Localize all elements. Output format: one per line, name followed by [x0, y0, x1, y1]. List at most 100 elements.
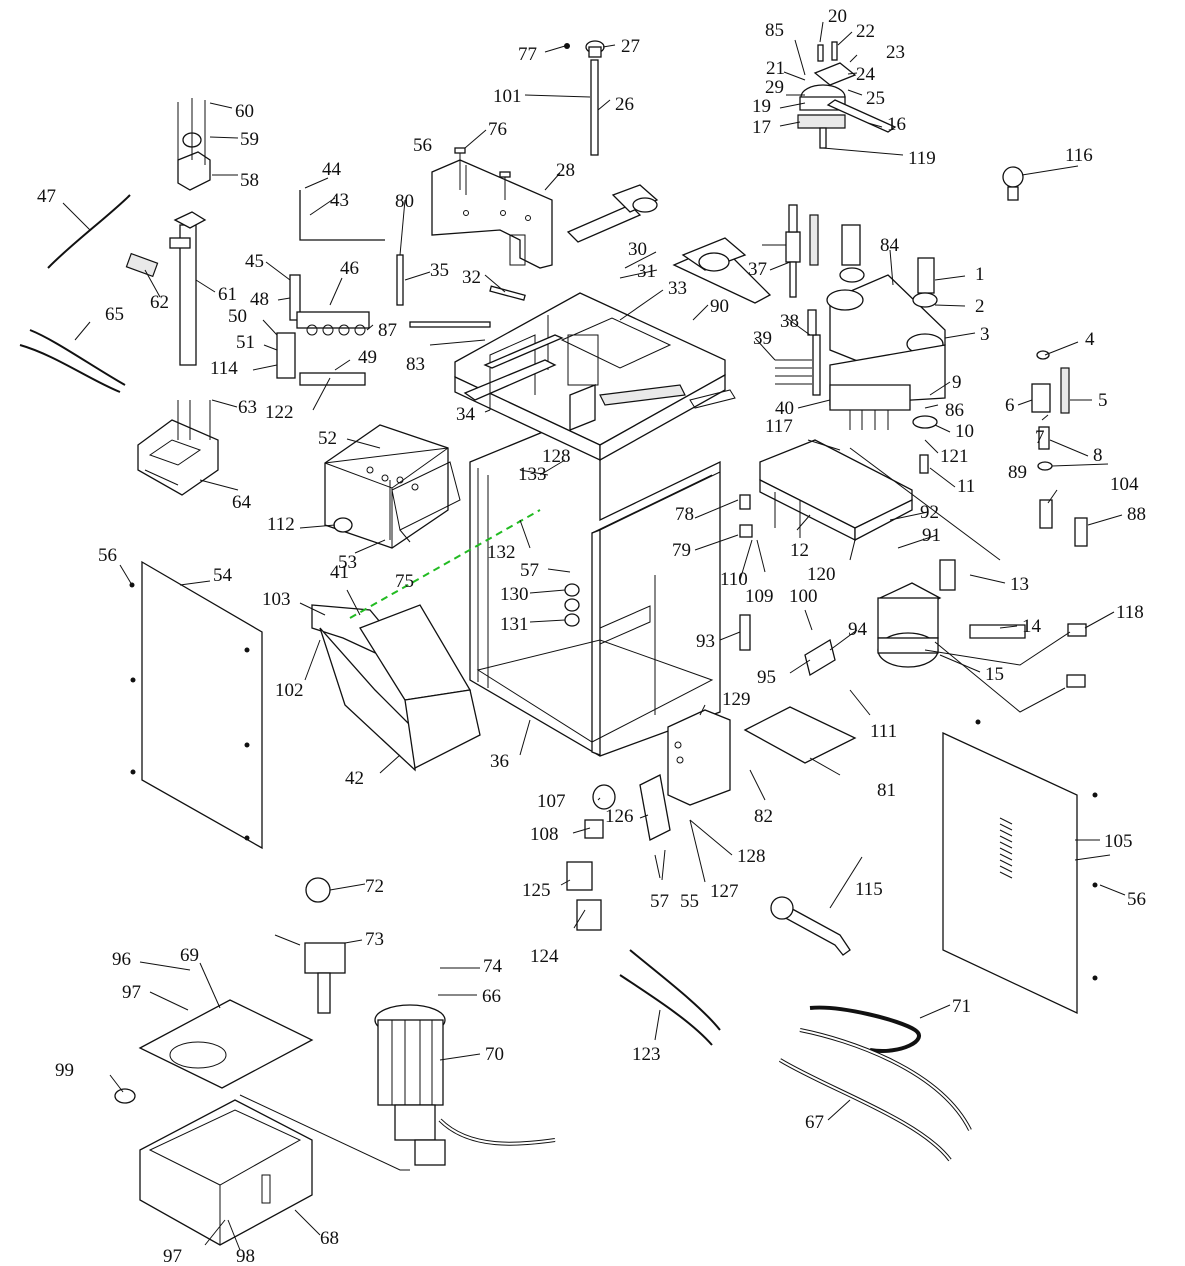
callout-132: 132 [487, 542, 516, 563]
callout-34: 34 [456, 404, 476, 425]
chute-plates [311, 604, 481, 772]
callout-37: 37 [748, 259, 767, 280]
callout-58: 58 [240, 170, 259, 191]
callout-63: 63 [238, 397, 257, 418]
callout-94: 94 [848, 619, 868, 640]
top-table [454, 292, 736, 462]
callout-25: 25 [866, 88, 885, 109]
callout-32: 32 [462, 267, 481, 288]
callout-102: 102 [275, 680, 304, 701]
cable-harness [19, 194, 131, 393]
center-shaft [564, 40, 605, 156]
callout-108: 108 [530, 824, 559, 845]
callout-28: 28 [556, 160, 575, 181]
callout-17: 17 [752, 117, 771, 138]
wiring-bracket [299, 190, 385, 241]
callout-109: 109 [745, 586, 774, 607]
control-cables [619, 949, 721, 1046]
callout-51: 51 [236, 332, 255, 353]
control-buttons [566, 784, 616, 931]
callout-89: 89 [1008, 462, 1027, 483]
callout-62: 62 [150, 292, 169, 313]
callout-numbers: 1 2 3 4 5 6 7 8 9 10 11 12 13 14 15 16 1… [37, 6, 1146, 1266]
callout-97-top: 97 [122, 982, 141, 1003]
eye-bolt [1002, 166, 1024, 201]
bending-table [759, 439, 913, 542]
bending-head-upper [566, 184, 772, 304]
leader-lines [62, 21, 1126, 1251]
callout-101: 101 [493, 86, 522, 107]
callout-11: 11 [957, 476, 975, 497]
switch-brackets [739, 614, 836, 677]
pump-motor [374, 1004, 556, 1166]
stop-pin-set [1031, 350, 1070, 471]
callout-131: 131 [500, 614, 529, 635]
callout-97-bottom: 97 [163, 1246, 182, 1266]
callout-38: 38 [780, 311, 799, 332]
callout-72: 72 [365, 876, 384, 897]
callout-8: 8 [1093, 445, 1103, 466]
callout-128-bottom: 128 [737, 846, 766, 867]
gauge-and-valve [274, 877, 346, 1014]
callout-114: 114 [210, 358, 238, 379]
gland-nut [333, 517, 353, 533]
callout-50: 50 [228, 306, 247, 327]
foot-pedal [137, 400, 219, 496]
callout-12: 12 [790, 540, 809, 561]
cover-plate [743, 706, 857, 764]
callout-81: 81 [877, 780, 896, 801]
small-pins [396, 254, 526, 328]
wrench [770, 896, 851, 956]
callout-14: 14 [1022, 616, 1042, 637]
callout-24: 24 [856, 64, 876, 85]
callout-125: 125 [522, 880, 551, 901]
callout-47: 47 [37, 186, 56, 207]
callout-124: 124 [530, 946, 559, 967]
callout-57-top: 57 [520, 560, 539, 581]
hose-fittings [1066, 623, 1087, 688]
callout-84: 84 [880, 235, 900, 256]
callout-129: 129 [722, 689, 751, 710]
callout-39: 39 [753, 328, 772, 349]
electrical-box [324, 424, 461, 549]
callout-93: 93 [696, 631, 715, 652]
callout-105: 105 [1104, 831, 1133, 852]
callout-27: 27 [621, 36, 640, 57]
callout-98: 98 [236, 1246, 255, 1266]
callout-59: 59 [240, 129, 259, 150]
callout-31: 31 [637, 261, 656, 282]
frame-bracket [483, 334, 564, 410]
callout-71: 71 [952, 996, 971, 1017]
hydraulic-hoses [778, 1005, 972, 1162]
callout-35: 35 [430, 260, 449, 281]
clamp-bar [829, 384, 938, 474]
callout-95: 95 [757, 667, 776, 688]
callout-61: 61 [218, 284, 237, 305]
callout-5: 5 [1098, 390, 1108, 411]
callout-42: 42 [345, 768, 364, 789]
callout-104: 104 [1110, 474, 1139, 495]
callout-117: 117 [765, 416, 793, 437]
callout-19: 19 [752, 96, 771, 117]
callout-1: 1 [975, 264, 985, 285]
callout-56-right: 56 [1127, 889, 1146, 910]
callout-15: 15 [985, 664, 1004, 685]
callout-91: 91 [922, 525, 941, 546]
callout-79: 79 [672, 540, 691, 561]
callout-75: 75 [395, 571, 414, 592]
callout-49: 49 [358, 347, 377, 368]
pedal-switch-top [177, 98, 211, 191]
callout-64: 64 [232, 492, 252, 513]
callout-73: 73 [365, 929, 384, 950]
callout-22: 22 [856, 21, 875, 42]
callout-3: 3 [980, 324, 990, 345]
switch-box [639, 709, 731, 841]
callout-96: 96 [112, 949, 131, 970]
callout-133: 133 [518, 464, 547, 485]
callout-68: 68 [320, 1228, 339, 1249]
callout-43: 43 [330, 190, 349, 211]
die-holder-assembly [797, 41, 897, 149]
callout-99: 99 [55, 1060, 74, 1081]
hydraulic-cylinder [877, 559, 1026, 668]
